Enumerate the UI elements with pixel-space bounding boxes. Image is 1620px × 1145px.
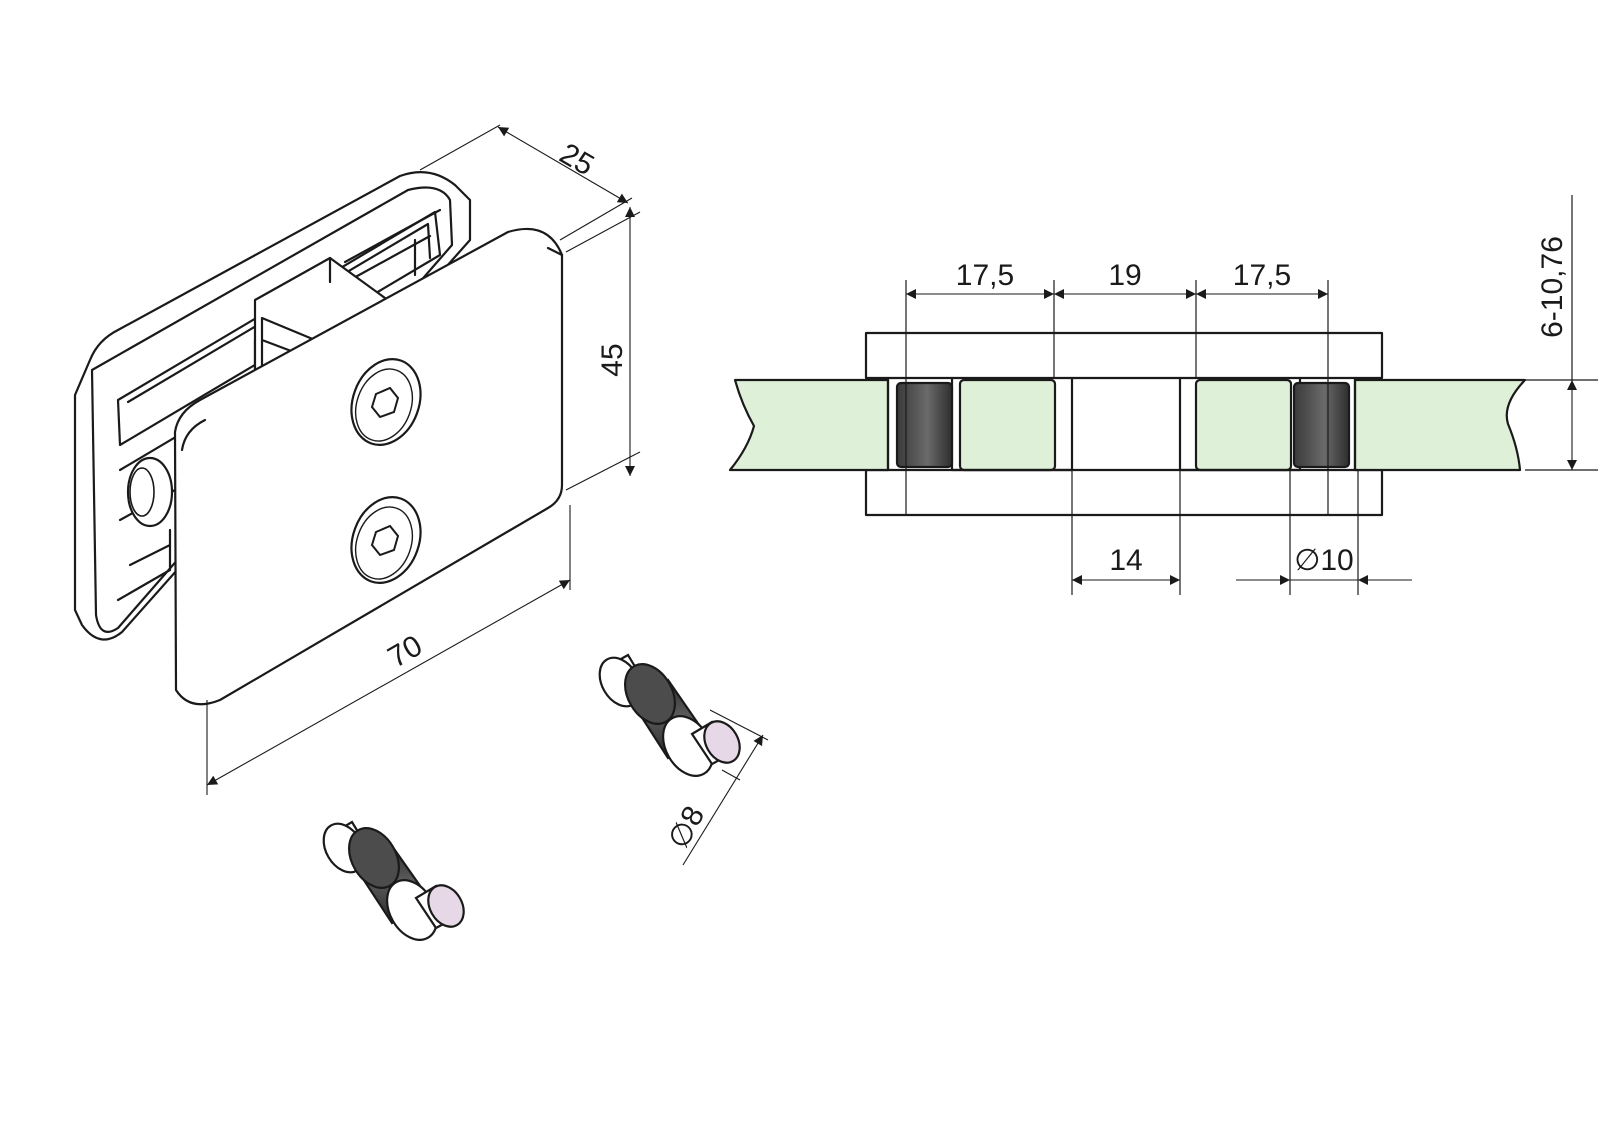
dim-pin-diameter-label: ∅8 (662, 801, 711, 854)
dim-gap-right-label: 17,5 (1233, 259, 1291, 292)
dim-height-label: 45 (596, 343, 629, 376)
section-pin-right (1292, 381, 1351, 469)
dim-depth-label: 25 (554, 137, 599, 182)
dim-bore-label: ∅10 (1294, 544, 1354, 577)
clamp-pin-stub (126, 456, 174, 528)
screw-bottom (350, 496, 422, 584)
dim-glass-thickness-label: 6-10,76 (1536, 236, 1569, 338)
pin-lower (322, 820, 465, 941)
pin-upper (598, 653, 741, 777)
dim-height: 45 (565, 207, 641, 491)
dim-slot-label: 14 (1109, 544, 1142, 577)
section-top-plate (864, 331, 1384, 380)
screw-top (350, 358, 422, 446)
section-view: 17,5 19 17,5 6-10,76 14 ∅10 (728, 195, 1598, 595)
dim-gap-left-label: 17,5 (956, 259, 1014, 292)
glass-inner-right (1194, 378, 1293, 472)
dim-length-label: 70 (383, 629, 428, 674)
glass-right (1353, 378, 1527, 472)
section-pin-left (895, 381, 954, 469)
dim-center-label: 19 (1108, 259, 1141, 292)
section-bottom-plate (864, 468, 1384, 517)
clamp-isometric: 25 45 70 (73, 124, 641, 795)
glass-left (728, 378, 890, 472)
glass-inner-left (958, 378, 1057, 472)
